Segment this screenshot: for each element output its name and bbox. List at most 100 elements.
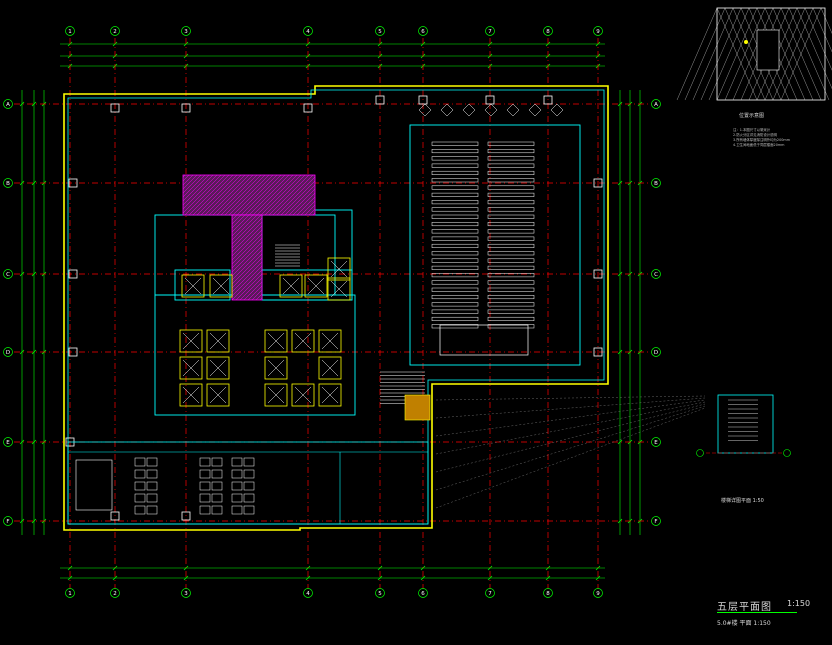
seat-row xyxy=(487,265,535,270)
grid-bubble-label: 4 xyxy=(306,591,310,597)
note-line: 2.防火分区详见消防设计说明 xyxy=(733,133,777,137)
key-hatch xyxy=(684,7,726,101)
seat-row xyxy=(487,214,535,219)
key-hatch xyxy=(724,7,766,101)
hatched-core xyxy=(182,174,316,216)
auditorium-wall xyxy=(409,124,581,366)
desk xyxy=(243,481,255,491)
shaft-cross xyxy=(209,386,227,404)
seat-row xyxy=(431,273,479,278)
elevator-shaft xyxy=(304,274,328,298)
dimension-tick xyxy=(617,518,623,524)
desk xyxy=(146,505,158,515)
section-leader xyxy=(435,407,706,509)
seat-row xyxy=(431,156,479,161)
elevator-shaft xyxy=(264,329,288,353)
grid-bubble-label: 9 xyxy=(596,29,600,35)
seat-row xyxy=(431,295,479,300)
stair-detail xyxy=(696,394,791,457)
light-fixture xyxy=(528,103,542,117)
dimension-tick xyxy=(617,101,623,107)
grid-bubble-label: 5 xyxy=(378,29,382,35)
dimension-tick xyxy=(19,439,25,445)
shaft-cross xyxy=(330,260,348,278)
grid-bubble xyxy=(110,26,120,36)
seat-row xyxy=(431,222,479,227)
seat-row xyxy=(487,163,535,168)
desk xyxy=(146,457,158,467)
grid-bubble-label: 4 xyxy=(306,29,310,35)
title-underline xyxy=(717,612,797,613)
seat-row xyxy=(431,280,479,285)
seat-row xyxy=(487,156,535,161)
desk xyxy=(211,469,223,479)
grid-bubble xyxy=(651,99,661,109)
seat-row xyxy=(431,265,479,270)
dimension-tick xyxy=(617,349,623,355)
seat-row xyxy=(431,324,479,329)
grid-bubble xyxy=(375,26,385,36)
grid-bubble-label: 7 xyxy=(488,29,492,35)
detail-bubble xyxy=(783,449,791,457)
dimension-tick xyxy=(19,271,25,277)
desk xyxy=(211,481,223,491)
elevator-shaft xyxy=(206,383,230,407)
shaft-cross xyxy=(184,277,202,295)
key-hatch xyxy=(780,7,822,101)
section-leader xyxy=(435,399,706,437)
grid-bubble-label: A xyxy=(6,102,10,108)
column xyxy=(593,347,603,357)
desk xyxy=(243,469,255,479)
light-fixture xyxy=(462,103,476,117)
shaft-cross xyxy=(294,386,312,404)
grid-axes xyxy=(14,38,660,590)
desk xyxy=(243,457,255,467)
grid-bubble xyxy=(375,588,385,598)
key-hatch xyxy=(676,7,718,101)
desk xyxy=(146,481,158,491)
seat-row xyxy=(487,149,535,154)
seat-row xyxy=(431,149,479,154)
note-line: 注：1.本图尺寸以毫米计 xyxy=(733,128,771,132)
shaft-cross xyxy=(294,332,312,350)
desk xyxy=(134,481,146,491)
light-fixture xyxy=(550,103,564,117)
core-wall xyxy=(261,209,353,301)
grid-bubble xyxy=(3,347,13,357)
seat-row xyxy=(431,200,479,205)
grid-bubble xyxy=(418,26,428,36)
grid-bubble-label: 8 xyxy=(546,29,550,35)
stair-landing xyxy=(404,394,431,421)
section-leader xyxy=(435,395,706,401)
desk xyxy=(231,457,243,467)
shaft-cross xyxy=(267,332,285,350)
grid-bubble-label: 2 xyxy=(113,591,117,597)
drawing-title: 五层平面图 xyxy=(717,602,772,613)
grid-bubble xyxy=(485,26,495,36)
seat-row xyxy=(487,229,535,234)
dimension-tick xyxy=(112,575,118,581)
shaft-cross xyxy=(307,277,325,295)
dimension-tick xyxy=(31,271,37,277)
seat-row xyxy=(487,222,535,227)
rooms xyxy=(179,174,431,421)
elevator-shaft xyxy=(291,329,315,353)
key-hatch xyxy=(700,7,742,101)
grid-bubble-label: D xyxy=(654,350,658,356)
shaft-cross xyxy=(267,359,285,377)
grid-bubble xyxy=(65,588,75,598)
grid-bubble xyxy=(543,26,553,36)
grid-bubble-label: 1 xyxy=(68,591,72,597)
key-hatch xyxy=(812,7,832,53)
grid-bubble-label: 3 xyxy=(184,591,188,597)
seat-row xyxy=(431,185,479,190)
key-hatch xyxy=(732,7,774,101)
section-leader xyxy=(435,405,706,491)
shaft-cross xyxy=(209,332,227,350)
light-fixture xyxy=(484,103,498,117)
core-wall xyxy=(154,294,356,416)
elevator-shaft xyxy=(264,383,288,407)
key-hatch xyxy=(772,7,814,101)
seat-row xyxy=(487,192,535,197)
